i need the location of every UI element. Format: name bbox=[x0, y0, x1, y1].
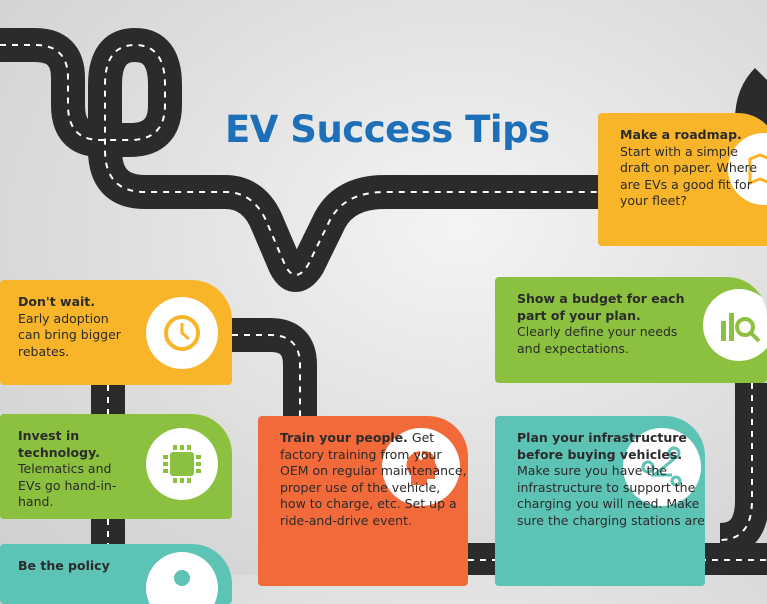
tip-text: Early adoption can bring bigger rebates. bbox=[18, 310, 121, 359]
tip-title: Make a roadmap. bbox=[620, 127, 742, 142]
tip-card-technology: Invest in technology. Telematics and EVs… bbox=[0, 414, 232, 519]
tip-title: Invest in technology. bbox=[18, 428, 100, 460]
tip-text: Get factory training from your OEM on re… bbox=[280, 430, 467, 528]
tip-card-infrastructure: Plan your infrastructure before buying v… bbox=[495, 416, 705, 586]
tip-text: Start with a simple draft on paper. Wher… bbox=[620, 143, 758, 209]
head-icon bbox=[382, 428, 460, 506]
tip-title: Train your people. bbox=[280, 430, 408, 445]
tip-text: Make sure you have the infrastructure to… bbox=[517, 463, 705, 528]
tip-card-roadmap: Make a roadmap. Start with a simple draf… bbox=[598, 113, 767, 246]
person-icon bbox=[146, 552, 218, 604]
route-icon bbox=[623, 428, 701, 506]
tip-text: Telematics and EVs go hand-in-hand. bbox=[18, 461, 117, 509]
chart-magnifier-icon bbox=[703, 289, 767, 361]
tip-text: Clearly define your needs and expectatio… bbox=[517, 324, 678, 356]
clock-cycle-icon bbox=[146, 297, 218, 369]
tip-title: Don't wait. bbox=[18, 294, 96, 309]
tip-card-train: Train your people. Get factory training … bbox=[258, 416, 468, 586]
tip-card-budget: Show a budget for each part of your plan… bbox=[495, 277, 767, 383]
chip-icon bbox=[146, 428, 218, 500]
road-graphic bbox=[0, 28, 767, 575]
page-title: EV Success Tips bbox=[225, 108, 550, 151]
tip-card-policy: Be the policy bbox=[0, 544, 232, 604]
tip-title: Be the policy bbox=[18, 558, 110, 573]
tip-title: Show a budget for each part of your plan… bbox=[517, 291, 685, 323]
tip-title: Plan your infrastructure before buying v… bbox=[517, 430, 687, 462]
tip-card-dont-wait: Don't wait. Early adoption can bring big… bbox=[0, 280, 232, 385]
